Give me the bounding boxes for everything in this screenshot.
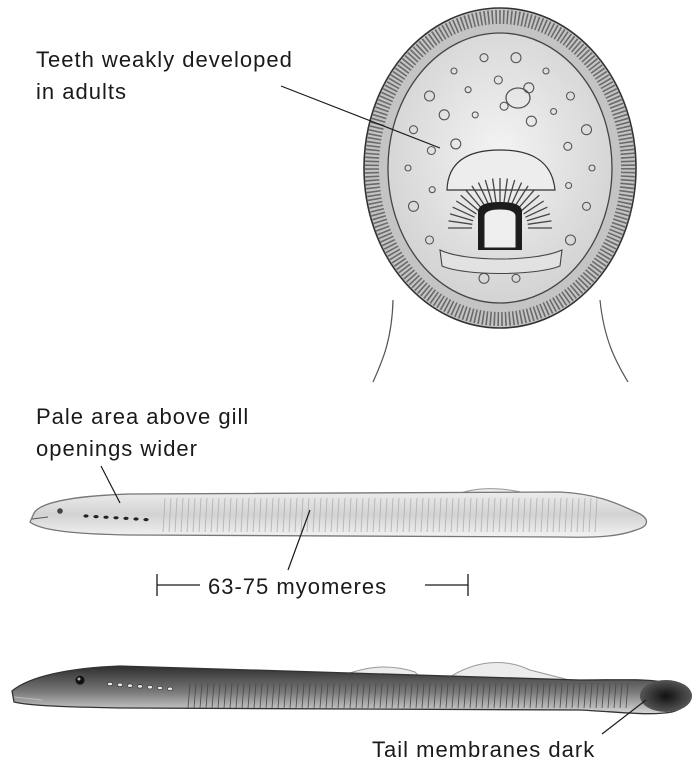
teeth-label-line1: Teeth weakly developed bbox=[36, 45, 293, 74]
oral-disc-drawing bbox=[364, 8, 636, 382]
gill-opening bbox=[103, 516, 108, 519]
dark-lamprey-drawing bbox=[12, 662, 692, 713]
gill-opening bbox=[133, 517, 138, 520]
tail-label: Tail membranes dark bbox=[372, 735, 595, 764]
gill-opening bbox=[113, 516, 118, 519]
myomeres-label: 63-75 myomeres bbox=[202, 572, 393, 601]
pale-lamprey-drawing bbox=[30, 489, 647, 538]
gill-opening bbox=[127, 684, 132, 687]
gill-opening bbox=[167, 687, 172, 690]
gill-opening bbox=[107, 682, 112, 685]
gill-opening bbox=[123, 517, 128, 520]
gill-opening bbox=[93, 515, 98, 518]
teeth-label-line2: in adults bbox=[36, 77, 127, 106]
gill-opening bbox=[143, 518, 148, 521]
gill-opening bbox=[83, 514, 88, 517]
gill-opening bbox=[117, 683, 122, 686]
pale-area-label-line1: Pale area above gill bbox=[36, 402, 249, 431]
gill-opening bbox=[157, 686, 162, 689]
pale-area-label-line2: openings wider bbox=[36, 434, 198, 463]
gill-opening bbox=[137, 685, 142, 688]
gill-opening bbox=[147, 686, 152, 689]
